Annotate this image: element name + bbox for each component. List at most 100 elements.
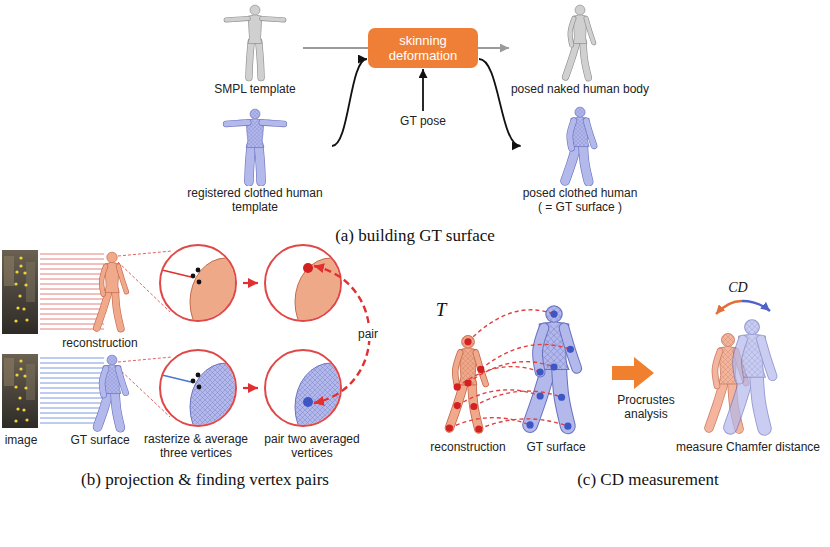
annotation-label: GT surface	[70, 433, 129, 447]
human-figure	[761, 340, 772, 376]
annotation-label: pair	[356, 327, 380, 341]
human-figure	[586, 18, 594, 42]
input-image	[23, 374, 26, 377]
input-image	[23, 271, 26, 274]
human-figure	[449, 383, 464, 428]
projection-rays	[40, 368, 104, 369]
zoom-circle	[196, 268, 201, 273]
box-label: skinning deformation	[380, 33, 466, 63]
cd-illustration	[537, 392, 544, 399]
projection-rays	[40, 378, 104, 379]
annotation-label: reconstruction	[62, 336, 137, 350]
cd-illustration	[558, 394, 565, 401]
projection-rays	[40, 299, 104, 300]
projection-rays	[40, 388, 104, 389]
annotation-label: measure Chamfer distance	[676, 440, 820, 454]
input-image	[15, 270, 18, 273]
human-figure	[249, 146, 251, 182]
input-image	[24, 386, 27, 389]
human-figure	[570, 121, 574, 148]
input-image	[18, 294, 21, 297]
projection-rays	[40, 279, 104, 280]
input-image	[4, 358, 14, 386]
human-figure	[259, 146, 261, 182]
human-figure	[449, 335, 485, 429]
input-image	[22, 408, 25, 411]
projection-rays	[40, 304, 104, 305]
human-figure	[745, 320, 760, 335]
human-figure	[115, 291, 121, 329]
input-image	[2, 354, 38, 428]
human-figure	[583, 145, 588, 182]
zoom-circle	[162, 270, 191, 277]
input-image	[25, 318, 28, 321]
human-figure	[534, 2, 626, 82]
projection-rays	[40, 373, 104, 374]
figure-caption: posed naked human body	[511, 82, 649, 96]
projection-rays	[40, 408, 104, 409]
annotation-label: GT pose	[400, 114, 446, 128]
zoom-circle	[303, 263, 313, 273]
projection-rays	[40, 393, 104, 394]
human-figure	[570, 18, 574, 45]
human-figure	[476, 353, 486, 384]
projection-rays	[40, 418, 104, 419]
input-image	[19, 264, 22, 267]
human-figure	[262, 122, 284, 124]
human-figure	[476, 353, 486, 384]
cd-illustration	[550, 310, 557, 317]
input-image	[19, 256, 22, 259]
human-figure	[249, 42, 251, 78]
cd-illustration	[567, 346, 574, 353]
cd-illustration	[464, 379, 471, 386]
input-image	[2, 250, 38, 428]
human-figure	[102, 266, 106, 294]
flow-arrow	[479, 59, 521, 146]
zoom-circle	[265, 350, 341, 426]
projection-rays	[40, 284, 104, 285]
human-figure	[107, 252, 117, 262]
cd-illustration	[470, 403, 477, 410]
human-figure	[565, 107, 594, 181]
projection-rays	[40, 269, 104, 270]
zoom-circle	[197, 385, 202, 390]
human-figure	[534, 104, 626, 186]
human-figure	[570, 18, 574, 45]
human-figure	[566, 5, 594, 78]
projection-rays	[40, 259, 104, 260]
input-image	[14, 256, 28, 422]
human-figure	[761, 340, 772, 376]
human-figure	[115, 392, 120, 428]
projection-rays	[40, 363, 104, 364]
projection-rays	[40, 403, 104, 404]
human-figure	[102, 266, 106, 294]
human-figure	[250, 109, 260, 119]
input-image	[16, 407, 19, 410]
human-figure	[757, 375, 765, 429]
figure-node: registered clothed human template	[180, 106, 330, 214]
figure-caption: posed clothed human	[523, 186, 638, 200]
input-image	[14, 319, 17, 322]
flow-arrow	[303, 47, 368, 49]
cd-illustration	[564, 423, 571, 430]
human-figure	[583, 42, 588, 78]
process-box: skinning deformation	[368, 28, 478, 68]
human-figure	[118, 266, 126, 292]
projection-rays	[40, 309, 104, 310]
input-image	[14, 385, 17, 388]
zoom-circle	[190, 258, 262, 346]
cd-illustration	[537, 368, 544, 375]
annotation-label: pair two averaged vertices	[260, 432, 364, 460]
zoom-circle	[160, 350, 236, 426]
projection-rays	[40, 413, 104, 414]
human-figure	[98, 355, 126, 428]
step-arrow	[243, 283, 258, 388]
cd-illustration	[446, 424, 453, 431]
input-image	[15, 373, 18, 376]
human-figure	[102, 368, 106, 395]
input-image	[18, 396, 21, 399]
input-image	[2, 250, 38, 334]
input-image	[24, 283, 27, 286]
